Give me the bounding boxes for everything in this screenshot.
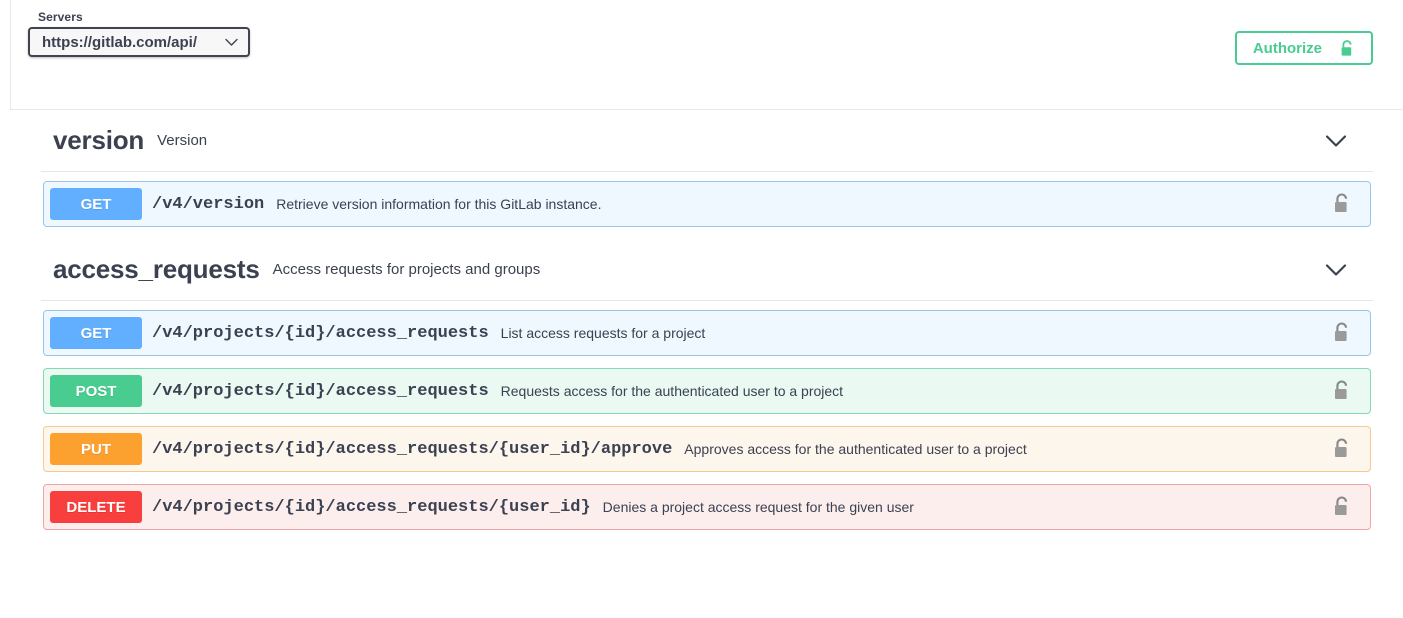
- unlocked-padlock-icon[interactable]: [1332, 438, 1352, 460]
- operation-summary: List access requests for a project: [500, 325, 706, 341]
- unlocked-padlock-icon[interactable]: [1332, 496, 1352, 518]
- servers-block: Servers https://gitlab.com/api/: [28, 10, 250, 57]
- unlocked-padlock-icon: [1341, 39, 1352, 56]
- operation-row[interactable]: POST /v4/projects/{id}/access_requests R…: [43, 368, 1371, 414]
- scheme-container: Servers https://gitlab.com/api/ Authoriz…: [10, 0, 1403, 110]
- chevron-down-icon: [225, 38, 238, 46]
- operation-path: /v4/projects/{id}/access_requests: [152, 323, 489, 343]
- operation-summary: Requests access for the authenticated us…: [500, 383, 844, 399]
- operation-row[interactable]: PUT /v4/projects/{id}/access_requests/{u…: [43, 426, 1371, 472]
- tag-description: Access requests for projects and groups: [272, 261, 541, 278]
- operation-row[interactable]: GET /v4/version Retrieve version informa…: [43, 181, 1371, 227]
- unlocked-padlock-icon[interactable]: [1332, 380, 1352, 402]
- tag-header-version[interactable]: version Version: [41, 110, 1373, 172]
- authorize-button[interactable]: Authorize: [1234, 31, 1373, 65]
- operation-summary: Approves access for the authenticated us…: [684, 441, 1027, 457]
- chevron-down-icon[interactable]: [1323, 132, 1349, 150]
- http-method-badge: POST: [50, 375, 142, 407]
- server-select[interactable]: https://gitlab.com/api/: [28, 27, 250, 57]
- operation-path: /v4/projects/{id}/access_requests/{user_…: [152, 439, 673, 459]
- http-method-badge: DELETE: [50, 491, 142, 523]
- unlocked-padlock-icon[interactable]: [1332, 193, 1352, 215]
- operation-path: /v4/version: [152, 194, 265, 214]
- tag-name: version: [53, 125, 145, 155]
- chevron-down-icon[interactable]: [1323, 261, 1349, 279]
- authorize-button-label: Authorize: [1252, 39, 1322, 57]
- authorize-wrap: Authorize: [1234, 31, 1373, 65]
- http-method-badge: PUT: [50, 433, 142, 465]
- tag-header-access-requests[interactable]: access_requests Access requests for proj…: [41, 239, 1373, 301]
- operation-path: /v4/projects/{id}/access_requests/{user_…: [152, 497, 591, 517]
- operation-list-access-requests: GET /v4/projects/{id}/access_requests Li…: [41, 301, 1373, 530]
- operation-summary: Denies a project access request for the …: [602, 499, 914, 515]
- operation-row[interactable]: DELETE /v4/projects/{id}/access_requests…: [43, 484, 1371, 530]
- tag-name: access_requests: [53, 254, 260, 284]
- unlocked-padlock-icon[interactable]: [1332, 322, 1352, 344]
- operation-row[interactable]: GET /v4/projects/{id}/access_requests Li…: [43, 310, 1371, 356]
- operation-list-version: GET /v4/version Retrieve version informa…: [41, 172, 1373, 227]
- http-method-badge: GET: [50, 188, 142, 220]
- tag-section-version: version Version GET /v4/version Retrieve…: [41, 110, 1373, 227]
- http-method-badge: GET: [50, 317, 142, 349]
- servers-label: Servers: [38, 10, 83, 24]
- operation-summary: Retrieve version information for this Gi…: [276, 196, 602, 212]
- server-select-value: https://gitlab.com/api/: [42, 33, 198, 51]
- operation-path: /v4/projects/{id}/access_requests: [152, 381, 489, 401]
- tag-section-access-requests: access_requests Access requests for proj…: [41, 239, 1373, 530]
- tag-description: Version: [157, 132, 208, 149]
- operations-wrapper: version Version GET /v4/version Retrieve…: [0, 110, 1403, 530]
